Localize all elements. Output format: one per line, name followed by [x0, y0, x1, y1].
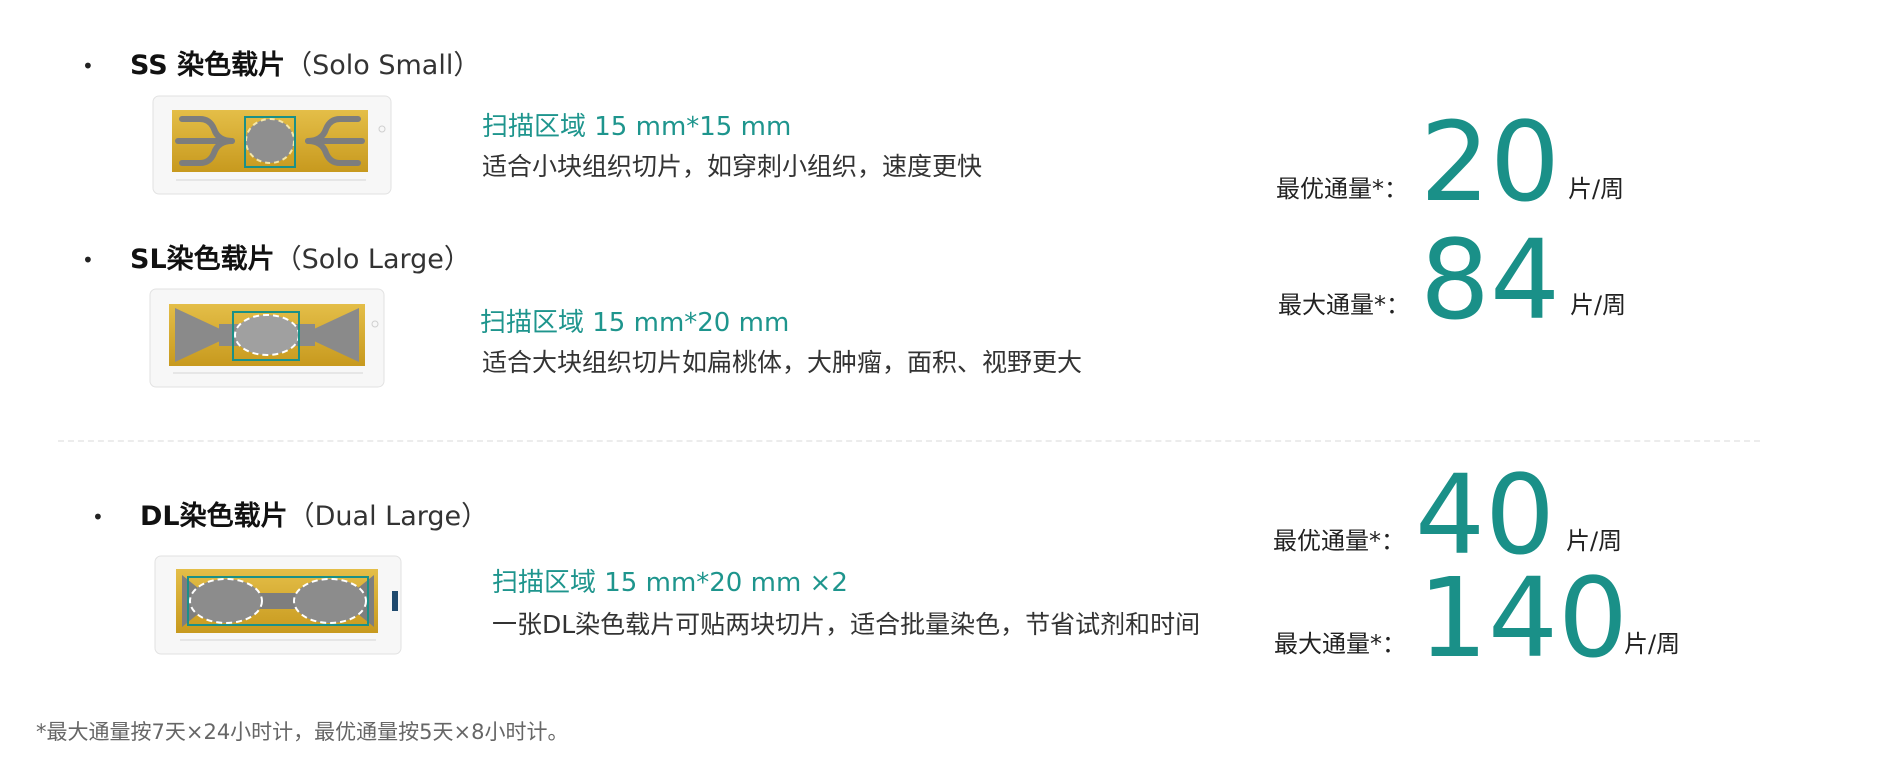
metric-label-dl-optimal: 最优通量*： — [1273, 527, 1405, 555]
footnote: *最大通量按7天×24小时计，最优通量按5天×8小时计。 — [36, 720, 569, 744]
metric-value-dl-optimal: 40 — [1415, 451, 1555, 579]
metric-label-dl-max: 最大通量*： — [1274, 630, 1406, 658]
title-bold: DL染色载片 — [140, 501, 288, 532]
metric-label-ss: 最优通量*： — [1276, 175, 1408, 203]
metric-value-ss: 20 — [1420, 98, 1560, 226]
sl-slide-image — [149, 288, 385, 388]
title-bold: SL染色载片 — [130, 244, 275, 275]
scan-area-dl: 扫描区域 15 mm*20 mm ×2 — [492, 568, 848, 598]
metric-unit-dl-max: 片/周 — [1624, 630, 1681, 658]
bullet: • — [92, 505, 104, 529]
title-sub: （Solo Large） — [274, 244, 471, 275]
scan-area-ss: 扫描区域 15 mm*15 mm — [482, 112, 792, 142]
scan-area-sl: 扫描区域 15 mm*20 mm — [480, 308, 790, 338]
metric-label-sl: 最大通量*： — [1278, 291, 1410, 319]
description-sl: 适合大块组织切片如扁桃体，大肿瘤，面积、视野更大 — [482, 348, 1083, 377]
title-bold: SS 染色载片 — [130, 50, 286, 81]
metric-value-dl-max: 140 — [1418, 554, 1628, 682]
section-title-dl: DL染色载片（Dual Large） — [140, 503, 488, 530]
metric-unit-dl-optimal: 片/周 — [1566, 527, 1623, 555]
bullet: • — [82, 248, 94, 272]
metric-unit-sl: 片/周 — [1570, 291, 1627, 319]
section-title-ss: SS 染色载片（Solo Small） — [130, 52, 480, 79]
metric-unit-ss: 片/周 — [1568, 175, 1625, 203]
title-sub: （Dual Large） — [287, 501, 489, 532]
section-divider — [58, 440, 1760, 442]
section-title-sl: SL染色载片（Solo Large） — [130, 246, 471, 273]
title-sub: （Solo Small） — [285, 50, 481, 81]
metric-value-sl: 84 — [1420, 216, 1560, 344]
description-ss: 适合小块组织切片，如穿刺小组织，速度更快 — [482, 152, 983, 181]
ss-slide-image — [152, 95, 392, 195]
bullet: • — [82, 54, 94, 78]
description-dl: 一张DL染色载片可贴两块切片，适合批量染色，节省试剂和时间 — [492, 610, 1201, 639]
dl-slide-image — [154, 555, 402, 655]
